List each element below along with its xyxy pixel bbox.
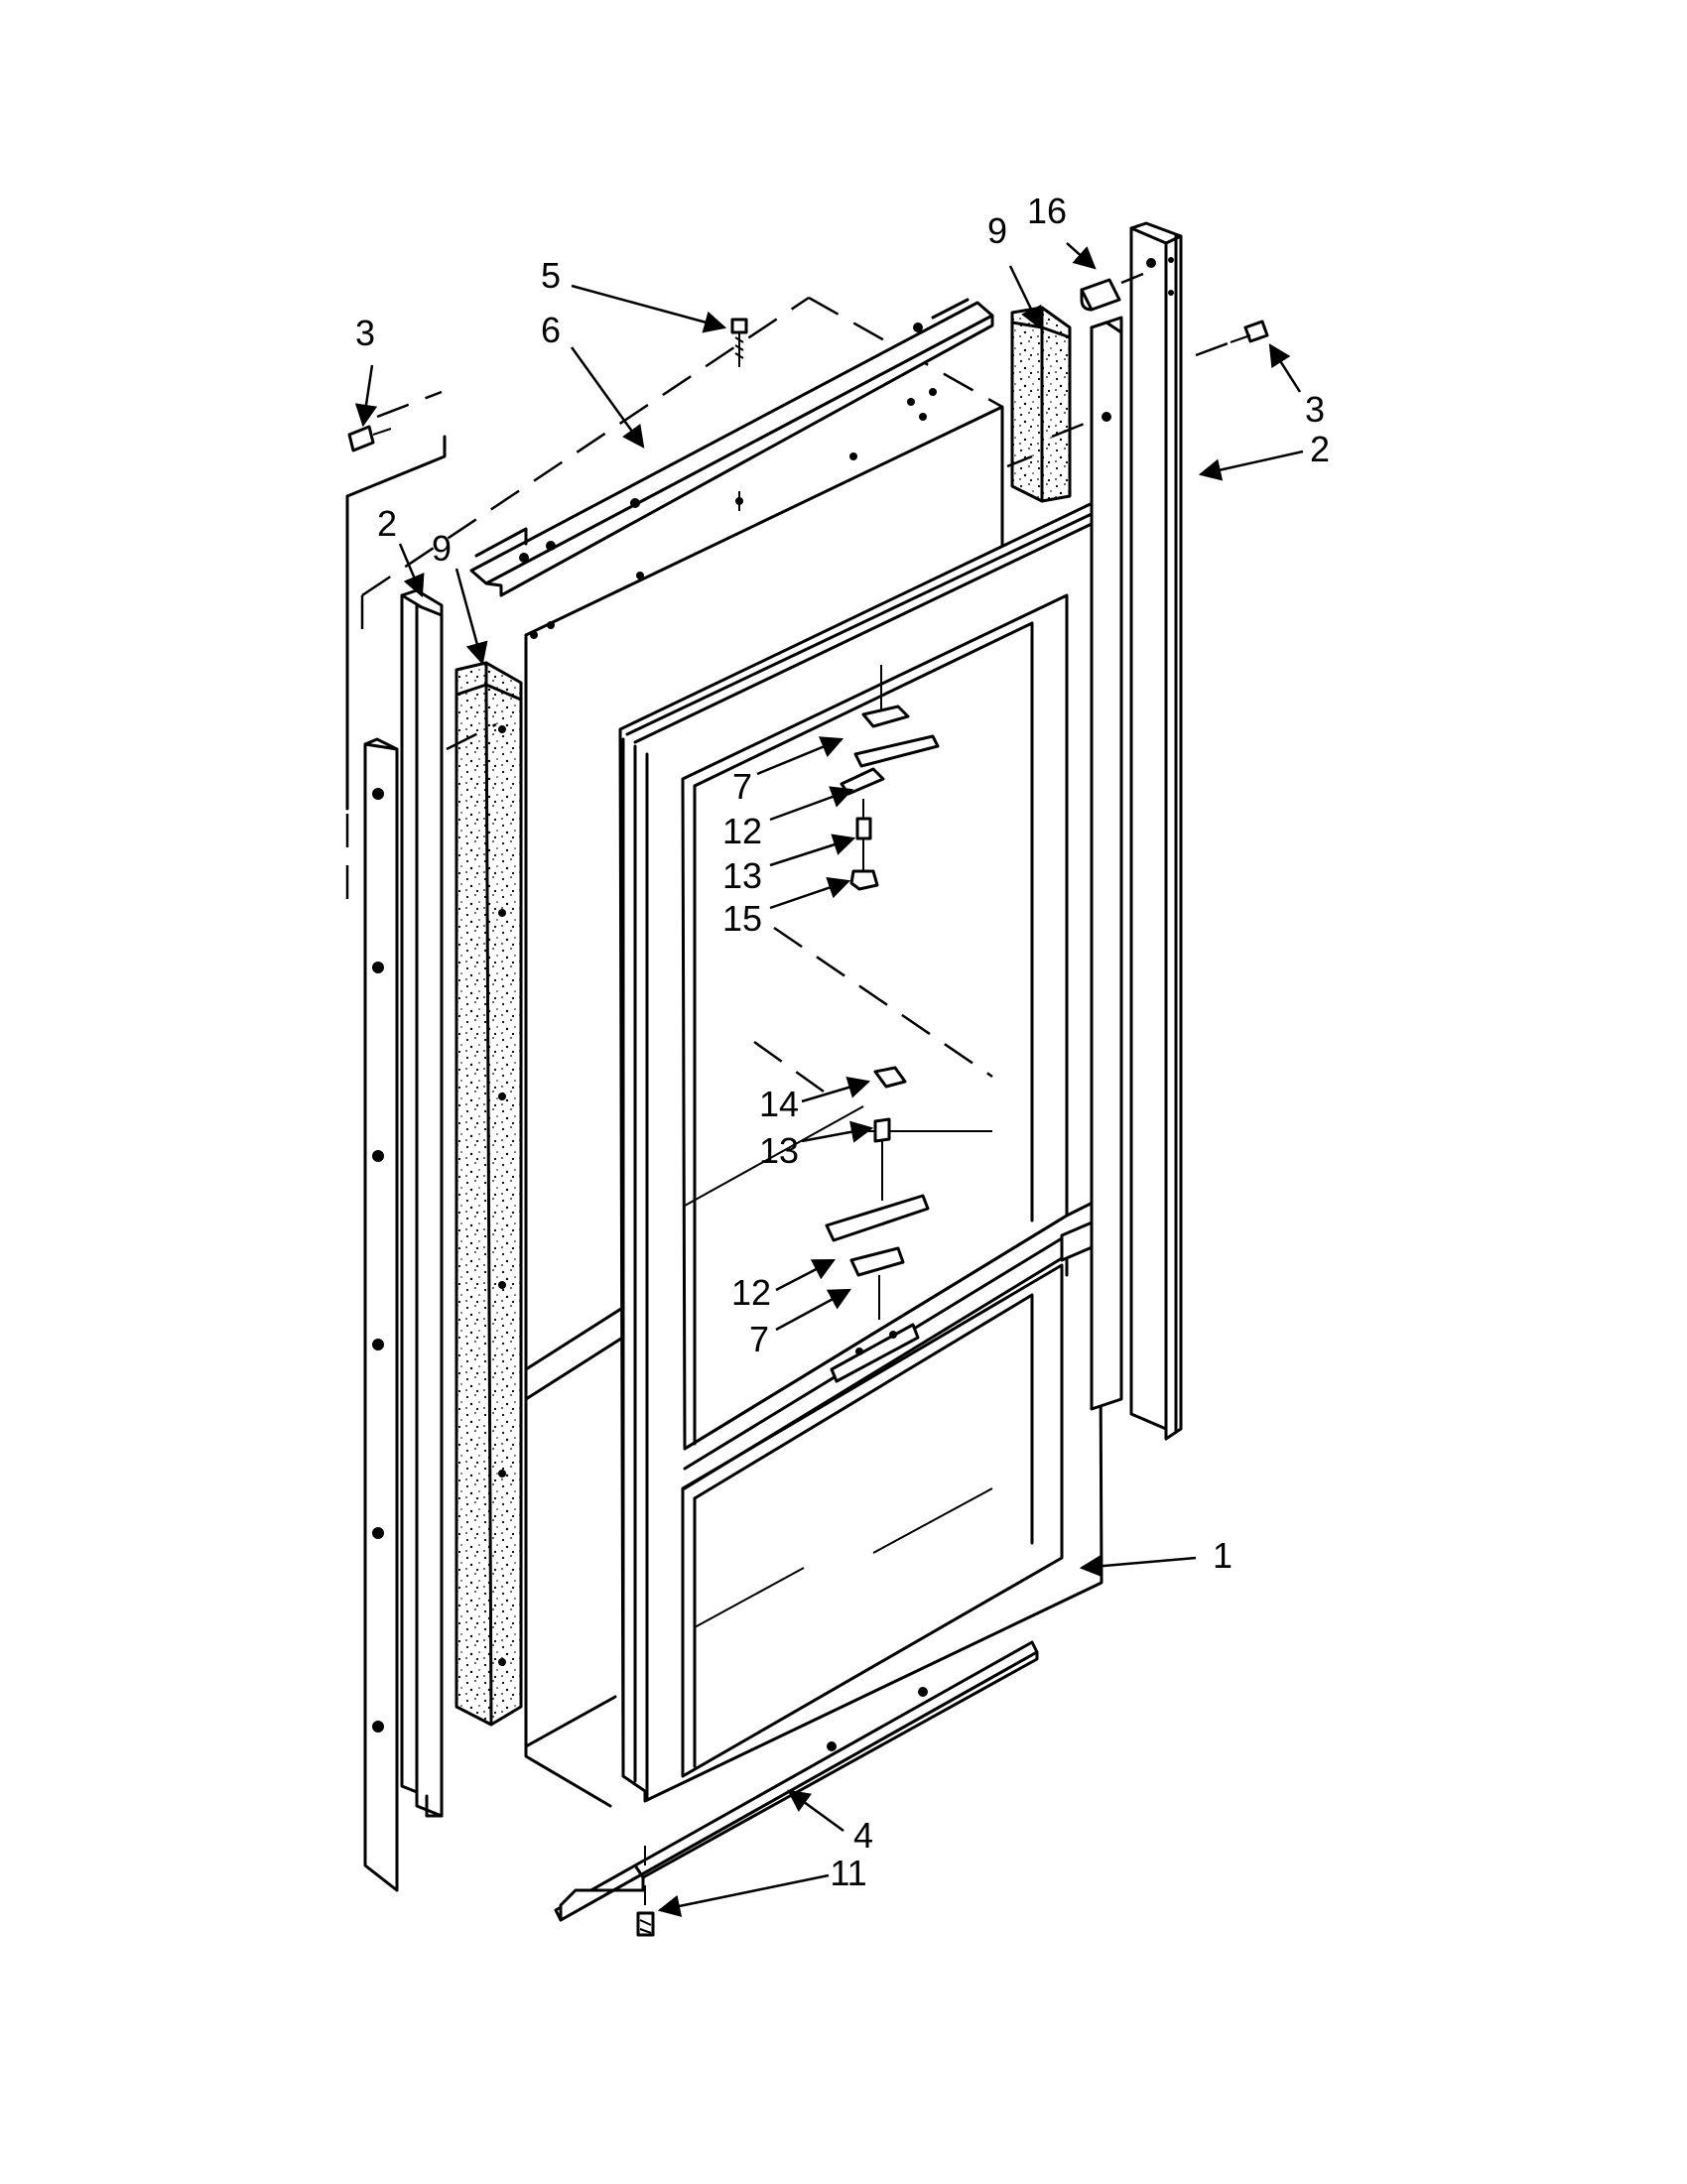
callout-12-bottom: 12: [731, 1272, 771, 1313]
left-foam-strip: [446, 661, 523, 1727]
callout-7-bottom: 7: [749, 1319, 769, 1359]
callout-16: 16: [1027, 191, 1067, 231]
screw-left-side: [347, 425, 392, 452]
callout-11: 11: [830, 1853, 866, 1893]
callout-labels: 3 5 6 2 9 9 16 3 2 7 12 13 15 14 13 12 7…: [355, 191, 1330, 1893]
callout-4: 4: [853, 1815, 873, 1856]
callout-5: 5: [541, 255, 561, 296]
callout-15: 15: [722, 898, 762, 939]
right-rail-inner: [1090, 316, 1123, 1411]
left-dashed-guides: [345, 390, 447, 913]
left-rail-channel: [400, 588, 444, 1818]
callout-6: 6: [541, 310, 561, 350]
callout-13-bottom: 13: [759, 1130, 799, 1171]
callout-13-top: 13: [722, 855, 762, 896]
hinge-bracket-top: [840, 665, 940, 891]
screw-bottom-trim: [636, 1885, 655, 1937]
callout-2-left: 2: [377, 503, 397, 544]
callout-3-left: 3: [355, 313, 375, 353]
top-trim-strip: [469, 298, 994, 639]
callout-9-right: 9: [987, 210, 1007, 251]
right-rail-outer: [1129, 221, 1183, 1441]
bottom-trim-strip: [554, 1640, 1039, 1922]
callout-14: 14: [759, 1084, 799, 1124]
left-rail-outer: [363, 737, 399, 1892]
callout-7-top: 7: [732, 766, 752, 807]
hinge-bracket-bottom: [825, 1066, 930, 1383]
callout-9-left: 9: [432, 528, 452, 569]
callout-1: 1: [1213, 1535, 1233, 1576]
callout-2-right: 2: [1310, 429, 1330, 469]
door-liner-frame: [618, 499, 1103, 1803]
screw-top-trim: [730, 318, 748, 367]
callout-3-right: 3: [1305, 389, 1325, 430]
screw-right-side: [1195, 320, 1269, 357]
hinge-pin: [1080, 272, 1144, 312]
right-foam-strip: [1006, 306, 1103, 503]
callout-12-top: 12: [722, 811, 762, 851]
leader-lines: [354, 242, 1304, 1917]
